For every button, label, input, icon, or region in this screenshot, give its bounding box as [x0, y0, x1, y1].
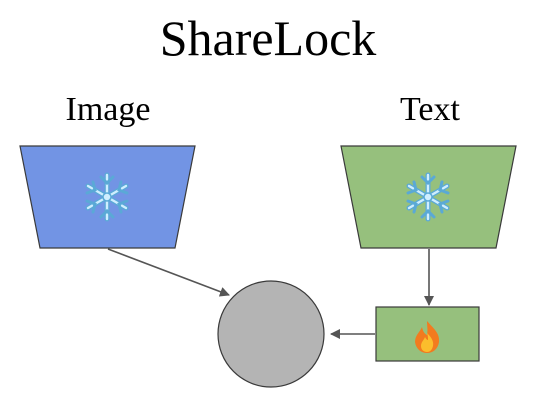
- image-to-fusion-arrow: [107, 248, 230, 297]
- fire-icon: [415, 321, 440, 353]
- diagram-title: ShareLock: [159, 10, 377, 66]
- text-encoder-label: Text: [400, 91, 460, 128]
- fusion-node: [217, 280, 325, 388]
- image-encoder-label: Image: [65, 91, 151, 128]
